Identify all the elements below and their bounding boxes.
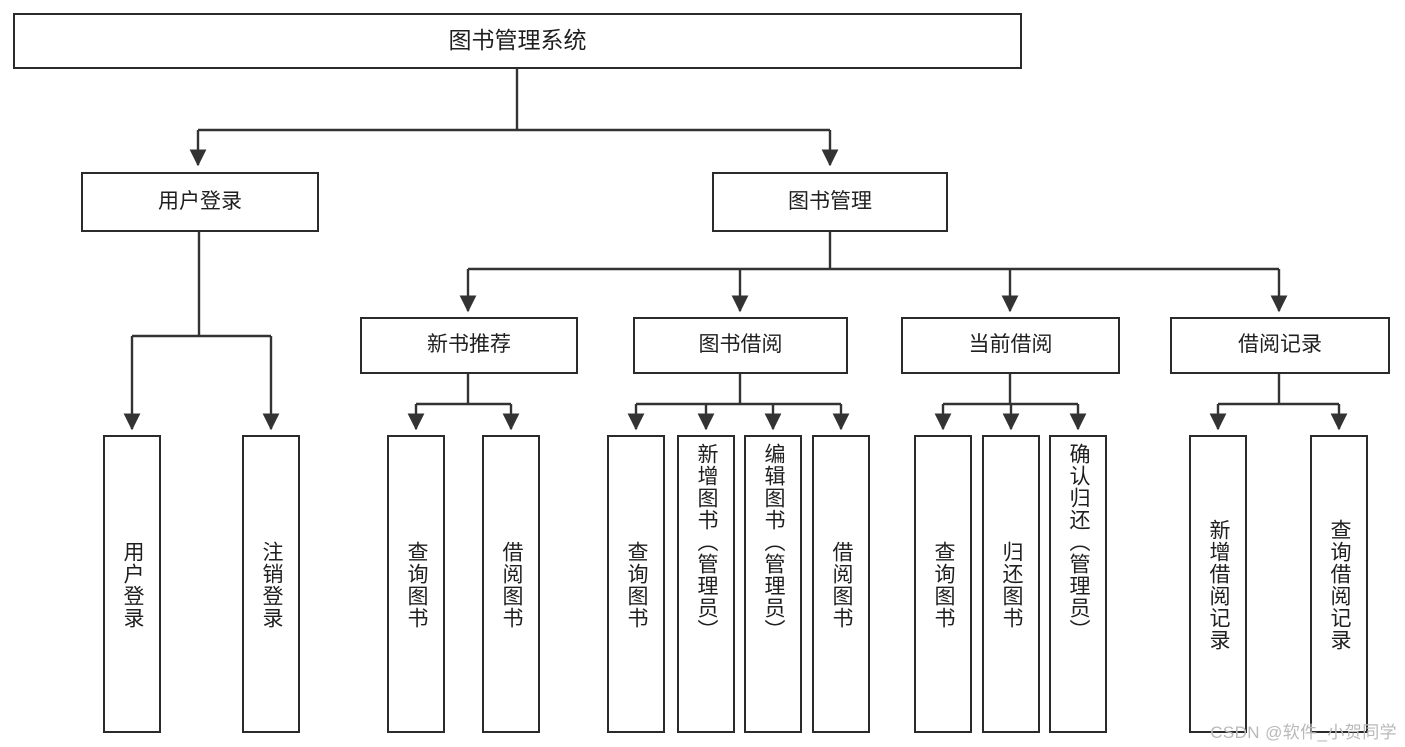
leaf-borrow-edit-book-admin[interactable]: 编辑图书（管理员） — [744, 435, 802, 733]
leaf-current-confirm-return-admin[interactable]: 确认归还（管理员） — [1049, 435, 1107, 733]
node-label: 查询图书 — [932, 541, 956, 629]
leaf-record-add-borrow-record[interactable]: 新增借阅记录 — [1189, 435, 1247, 733]
node-user-login[interactable]: 用户登录 — [81, 172, 319, 232]
leaf-borrow-add-book-admin[interactable]: 新增图书（管理员） — [677, 435, 735, 733]
leaf-user-logout[interactable]: 注销登录 — [242, 435, 300, 733]
leaf-record-query-borrow-record[interactable]: 查询借阅记录 — [1310, 435, 1368, 733]
node-label: 注销登录 — [260, 541, 284, 629]
node-label: 新书推荐 — [427, 333, 511, 357]
node-label: 借阅图书 — [500, 541, 524, 629]
node-label: 查询图书 — [405, 541, 429, 629]
leaf-current-return-book[interactable]: 归还图书 — [982, 435, 1040, 733]
csdn-watermark: CSDN @软件_小贺同学 — [1210, 723, 1397, 742]
node-label: 借阅记录 — [1238, 333, 1322, 357]
node-label: 查询图书 — [625, 541, 649, 629]
leaf-borrow-lend-book[interactable]: 借阅图书 — [812, 435, 870, 733]
leaf-current-query-book[interactable]: 查询图书 — [914, 435, 972, 733]
node-label: 当前借阅 — [968, 333, 1053, 357]
node-label: 图书借阅 — [698, 333, 783, 357]
leaf-borrow-query-book[interactable]: 查询图书 — [607, 435, 665, 733]
node-label: 查询借阅记录 — [1328, 519, 1352, 651]
node-current-borrow[interactable]: 当前借阅 — [901, 317, 1120, 374]
node-book-management[interactable]: 图书管理 — [712, 172, 948, 232]
node-new-book-recommend[interactable]: 新书推荐 — [360, 317, 578, 374]
leaf-user-login[interactable]: 用户登录 — [103, 435, 161, 733]
node-label: 用户登录 — [158, 189, 242, 213]
node-label: 图书管理 — [788, 189, 872, 213]
node-label: 图书管理系统 — [448, 27, 587, 54]
node-label: 用户登录 — [121, 541, 145, 629]
node-label: 借阅图书 — [830, 541, 854, 629]
leaf-newbook-borrow-book[interactable]: 借阅图书 — [482, 435, 540, 733]
node-book-borrow[interactable]: 图书借阅 — [633, 317, 848, 374]
node-label: 新增图书（管理员） — [695, 443, 719, 641]
node-label: 确认归还（管理员） — [1067, 443, 1091, 641]
node-label: 新增借阅记录 — [1207, 519, 1231, 651]
node-label: 归还图书 — [1000, 541, 1024, 629]
node-borrow-record[interactable]: 借阅记录 — [1170, 317, 1390, 374]
leaf-newbook-query-book[interactable]: 查询图书 — [387, 435, 445, 733]
node-label: 编辑图书（管理员） — [762, 443, 786, 641]
node-root-book-management-system[interactable]: 图书管理系统 — [13, 13, 1022, 69]
